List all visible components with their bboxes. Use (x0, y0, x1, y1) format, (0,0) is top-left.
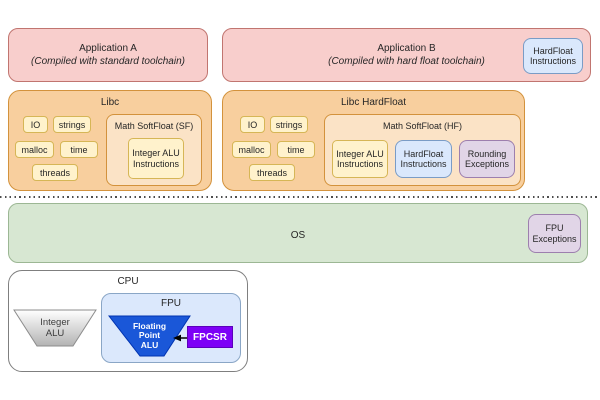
libc-module-io: IO (23, 116, 48, 133)
hf-rounding-line2: Exceptions (464, 159, 510, 169)
libc-title: Libc (100, 97, 120, 108)
libc-hf-module-threads: threads (249, 164, 295, 181)
floating-point-alu-label: Floating Point ALU (108, 315, 191, 357)
os-title: OS (290, 230, 306, 241)
integer-alu-trapezoid (13, 309, 97, 347)
libc-hf-module-time: time (277, 141, 315, 158)
fp-alu-label-line1: Floating (132, 320, 167, 331)
os-fpu-exceptions-line2: Exceptions (532, 233, 577, 244)
application-a-subtitle: (Compiled with standard toolchain) (31, 56, 185, 67)
fpu-box: FPU Floating Point ALU FPCSR (101, 293, 241, 363)
libc-hf-module-malloc: malloc (232, 141, 271, 158)
application-a-title: Application A (79, 42, 137, 54)
os-fpu-exceptions-box: FPU Exceptions (528, 214, 581, 253)
hf-hardfloat-line2: Instructions (400, 159, 447, 169)
math-softfloat-hf-title: Math SoftFloat (HF) (382, 121, 463, 131)
fp-alu-label-line3: ALU (140, 339, 159, 350)
math-softfloat-hf-box: Math SoftFloat (HF) Integer ALU Instruct… (324, 114, 521, 186)
hf-rounding-exceptions-box: Rounding Exceptions (459, 140, 515, 178)
application-b-title: Application B (377, 42, 436, 54)
hf-hardfloat-instructions-box: HardFloat Instructions (395, 140, 452, 178)
hardfloat-instructions-badge-line2: Instructions (529, 56, 577, 66)
math-softfloat-sf-title: Math SoftFloat (SF) (114, 121, 194, 131)
fpcsr-box: FPCSR (187, 326, 233, 348)
integer-alu-label-line2: ALU (45, 328, 65, 339)
sf-integer-alu-line2: Instructions (132, 158, 180, 169)
hardfloat-instructions-badge-line1: HardFloat (533, 45, 573, 56)
floating-point-alu-trapezoid (108, 315, 191, 357)
fp-alu-label-line2: Point (138, 330, 161, 341)
application-a-box: Application A (Compiled with standard to… (8, 28, 208, 82)
libc-hardfloat-title: Libc HardFloat (340, 97, 407, 108)
hf-integer-alu-line1: Integer ALU (336, 148, 384, 159)
libc-hf-module-io: IO (240, 116, 265, 133)
libc-module-threads: threads (32, 164, 78, 181)
integer-alu-label-line1: Integer (40, 317, 70, 328)
hw-sw-boundary-dotted-line (0, 196, 600, 198)
math-softfloat-sf-box: Math SoftFloat (SF) Integer ALU Instruct… (106, 114, 202, 186)
fpu-title: FPU (161, 298, 181, 309)
libc-box: Libc IO strings malloc time threads Math… (8, 90, 212, 191)
sf-integer-alu-instructions-box: Integer ALU Instructions (128, 138, 184, 179)
sf-integer-alu-line1: Integer ALU (132, 148, 180, 158)
libc-hardfloat-box: Libc HardFloat IO strings malloc time th… (222, 90, 525, 191)
libc-module-malloc: malloc (15, 141, 54, 158)
application-b-box: Application B (Compiled with hard float … (222, 28, 591, 82)
fpcsr-to-fpalu-arrow (173, 334, 188, 342)
hf-hardfloat-line1: HardFloat (403, 148, 444, 159)
hf-integer-alu-line2: Instructions (336, 159, 384, 169)
hf-rounding-line1: Rounding (467, 148, 507, 159)
libc-module-time: time (60, 141, 98, 158)
integer-alu-label: Integer ALU (13, 309, 97, 347)
libc-module-strings: strings (53, 116, 91, 133)
cpu-box: CPU Integer ALU FPU Floating P (8, 270, 248, 372)
os-box: OS FPU Exceptions (8, 203, 588, 263)
application-b-subtitle: (Compiled with hard float toolchain) (328, 56, 485, 67)
hardfloat-instructions-badge: HardFloat Instructions (523, 38, 583, 74)
hf-integer-alu-instructions-box: Integer ALU Instructions (332, 140, 388, 178)
libc-hf-module-strings: strings (270, 116, 308, 133)
cpu-title: CPU (117, 276, 139, 287)
os-fpu-exceptions-line1: FPU (545, 223, 564, 233)
